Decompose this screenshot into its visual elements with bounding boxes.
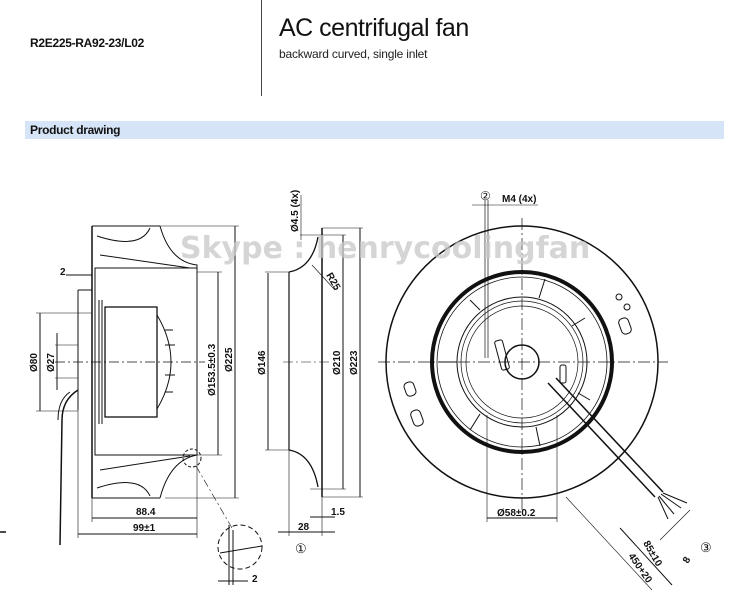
- dim-d153-label: Ø153.5±0.3: [207, 343, 218, 396]
- marker-2: ②: [480, 189, 491, 203]
- dim-d80-label: Ø80: [29, 353, 40, 372]
- detail-dim-label: 2: [252, 574, 258, 585]
- dim-8-label: 8: [681, 555, 694, 566]
- dim-m4-label: M4 (4x): [502, 194, 536, 205]
- section-title: Product drawing: [30, 123, 121, 137]
- dim-88-label: 88.4: [136, 507, 156, 518]
- dim-d225-label: Ø225: [224, 347, 235, 372]
- dim-hole-label: Ø4.5 (4x): [290, 190, 301, 232]
- product-title: AC centrifugal fan: [279, 14, 469, 42]
- marker-1: ①: [295, 541, 307, 556]
- dim-d146-label: Ø146: [257, 350, 268, 375]
- dim-r25-label: R25: [323, 271, 342, 293]
- product-subtitle: backward curved, single inlet: [279, 47, 428, 61]
- marker-3: ③: [700, 540, 712, 555]
- dim-15-label: 1.5: [331, 507, 345, 518]
- model-number: R2E225-RA92-23/L02: [30, 36, 144, 50]
- dim-gap-label: 2: [60, 267, 66, 278]
- dim-99-label: 99±1: [133, 523, 156, 534]
- watermark: Skype : henrycoolingfan: [180, 231, 590, 266]
- dim-d210-label: Ø210: [332, 350, 343, 375]
- dim-d223-label: Ø223: [349, 350, 360, 375]
- section-header: Product drawing: [25, 121, 724, 139]
- header-divider: [261, 0, 262, 96]
- dim-d27-label: Ø27: [46, 353, 57, 372]
- side-view: 2 Ø80 Ø27 Ø153.5±0.3 Ø225 88.4 99±1 2: [29, 225, 263, 585]
- dim-28-label: 28: [298, 522, 310, 533]
- dim-d58-label: Ø58±0.2: [497, 508, 536, 519]
